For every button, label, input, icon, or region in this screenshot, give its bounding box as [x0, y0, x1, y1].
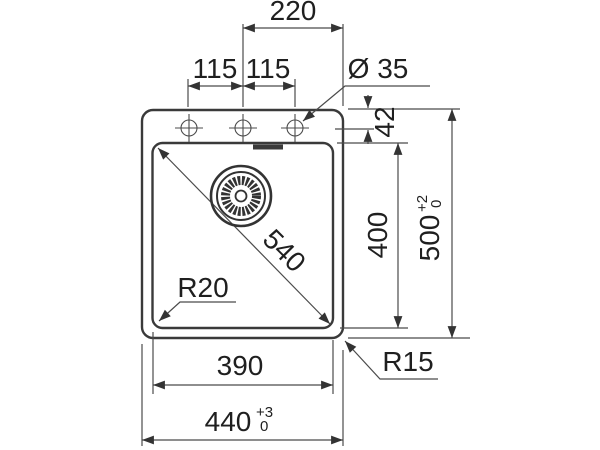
- sink-bowl-outline: [151, 141, 335, 330]
- svg-text:500: 500: [414, 215, 445, 262]
- label-top-width: 220: [270, 0, 317, 26]
- label-overall-height-tol-lower: 0: [428, 200, 445, 208]
- label-bowl-width: 390: [217, 350, 264, 381]
- leader-hole-diameter: [302, 85, 430, 122]
- label-hole-offset-top: 42: [369, 106, 400, 137]
- tap-hole-left: [175, 114, 203, 142]
- label-hole-diameter: Ø 35: [348, 53, 409, 84]
- label-outer-radius: R15: [382, 346, 433, 377]
- svg-text:440: 440: [205, 406, 252, 437]
- dimension-line-540-diagonal: [157, 147, 331, 325]
- label-overall-width: 440 +3 0: [205, 404, 273, 437]
- tap-hole-right: [281, 114, 309, 142]
- label-overall-width-tol-upper: +3: [256, 404, 273, 421]
- label-overall-width-tol-lower: 0: [260, 418, 268, 435]
- label-overall-height-tol-upper: +2: [414, 195, 431, 212]
- label-hole-spacing-left: 115: [193, 53, 238, 84]
- svg-text:42: 42: [369, 106, 400, 137]
- drain-symbol: [209, 164, 273, 228]
- drain-strainer-pattern: [221, 176, 261, 216]
- tap-hole-center: [229, 114, 257, 142]
- svg-text:400: 400: [362, 212, 393, 259]
- label-hole-spacing-right: 115: [246, 53, 291, 84]
- leader-inner-radius: [158, 301, 236, 322]
- label-overall-height: 500 +2 0: [414, 195, 445, 261]
- label-bowl-height: 400: [362, 212, 393, 259]
- label-inner-radius: R20: [177, 272, 228, 303]
- leader-outer-radius: [344, 340, 438, 380]
